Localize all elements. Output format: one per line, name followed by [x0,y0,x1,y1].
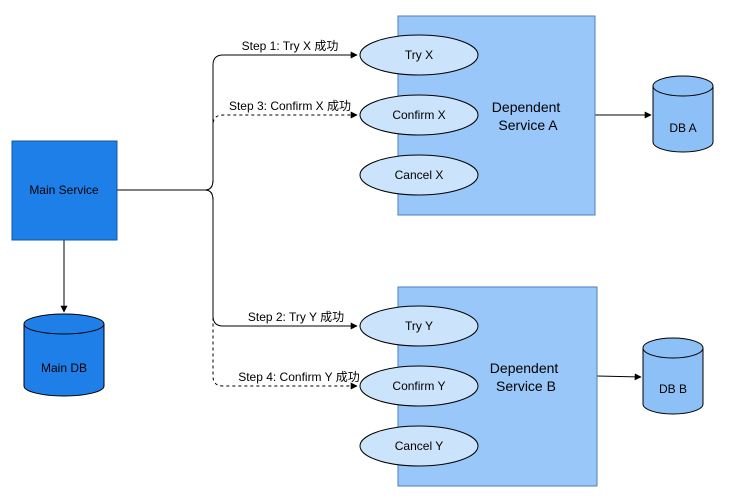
service-b-label-line2: Service B [496,378,556,394]
service-a-label: Dependent Service A [492,99,564,133]
service-b-label-line1: Dependent [490,360,559,376]
db-a-node[interactable]: DB A [652,75,714,153]
main-db-node[interactable]: Main DB [23,313,105,397]
edge-step2 [204,189,358,330]
main-service-node[interactable]: Main Service [11,140,118,241]
op-try-x[interactable]: Try X [359,34,479,76]
service-b-label: Dependent Service B [490,360,562,394]
op-cancel-y[interactable]: Cancel Y [359,425,479,467]
op-cancel-x[interactable]: Cancel X [359,154,479,196]
edge-labels: Step 1: Try X 成功 Step 3: Confirm X 成功 St… [229,39,360,384]
edge-step3 [204,111,358,191]
main-service-label: Main Service [29,183,99,197]
edge-label-step3: Step 3: Confirm X 成功 [229,99,351,113]
service-a-label-line2: Service A [498,117,558,133]
edge-label-step2: Step 2: Try Y 成功 [248,310,344,324]
op-confirm-y-label: Confirm Y [392,379,445,393]
op-try-y-label: Try Y [405,319,433,333]
edge-step1 [204,51,358,191]
op-confirm-x-label: Confirm X [392,108,445,122]
edge-step4 [204,189,358,390]
op-cancel-y-label: Cancel Y [395,439,443,453]
db-b-node[interactable]: DB B [642,337,704,415]
edge-label-step4: Step 4: Confirm Y 成功 [238,370,360,384]
edge-serviceB-to-dbB [596,373,642,381]
edges [60,51,652,390]
op-try-x-label: Try X [405,48,433,62]
op-cancel-x-label: Cancel X [395,168,444,182]
op-try-y[interactable]: Try Y [359,305,479,347]
op-confirm-x[interactable]: Confirm X [359,94,479,136]
service-a-label-line1: Dependent [492,99,561,115]
op-confirm-y[interactable]: Confirm Y [359,365,479,407]
main-db-label: Main DB [41,361,87,375]
db-a-label: DB A [669,121,696,135]
db-b-label: DB B [659,382,687,396]
edge-label-step1: Step 1: Try X 成功 [242,39,339,53]
